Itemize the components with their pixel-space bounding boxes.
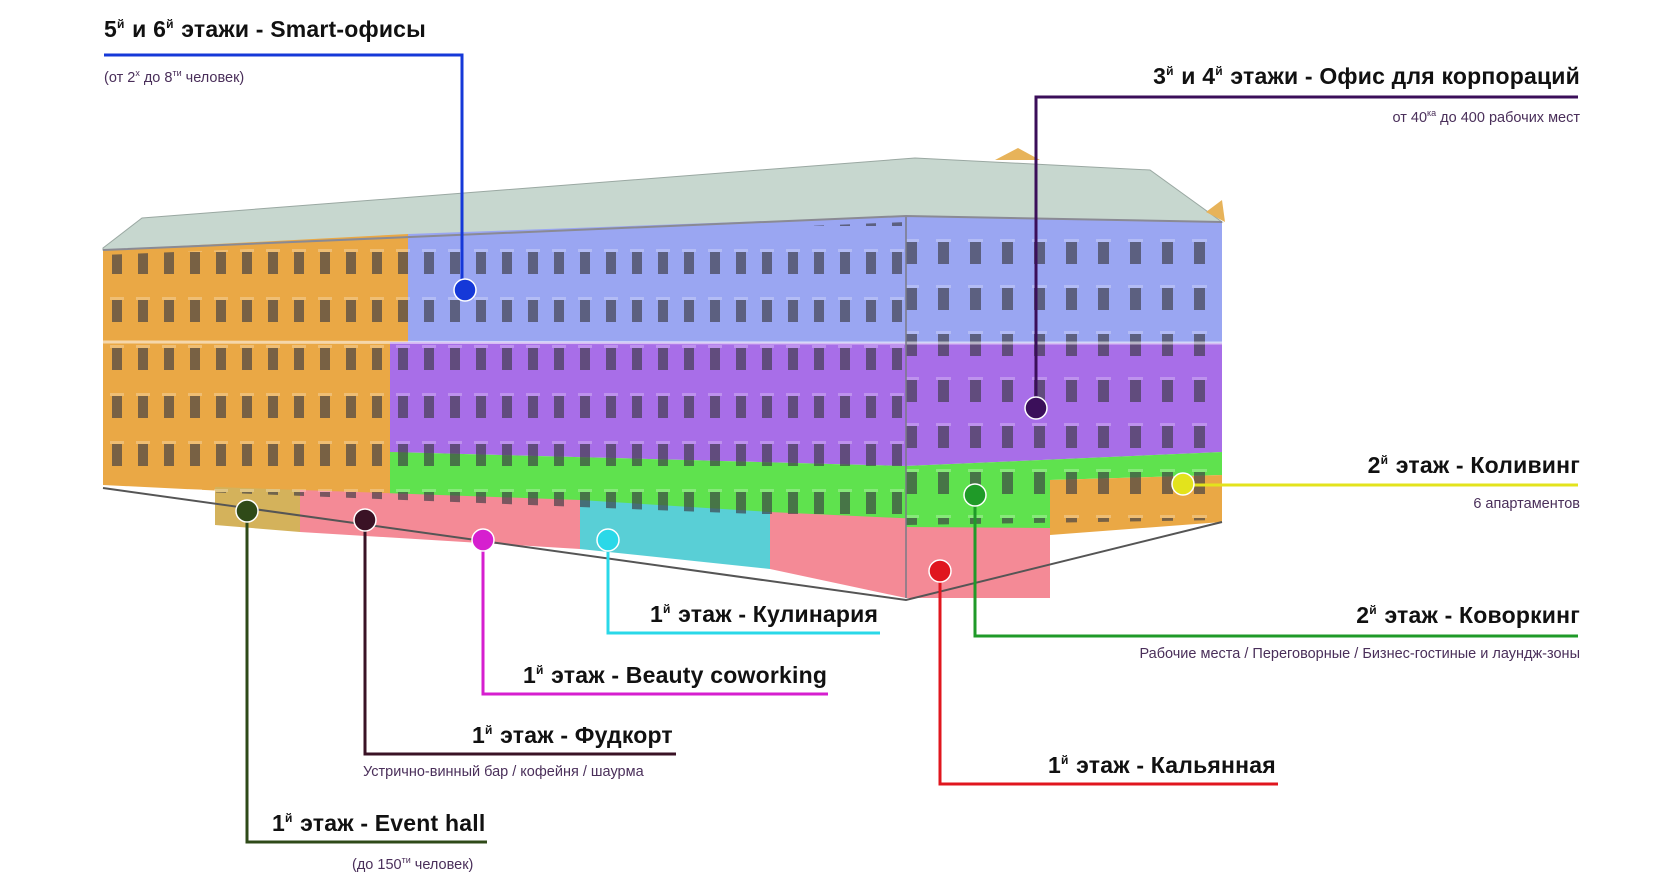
building-top bbox=[102, 214, 1223, 251]
label-event-title: 1й этаж - Event hall bbox=[272, 810, 486, 836]
roof-dormer bbox=[995, 148, 1040, 160]
windows-right bbox=[906, 222, 1222, 525]
zone-pink-corner bbox=[770, 512, 1050, 598]
label-coworking-title: 2й этаж - Коворкинг bbox=[1356, 602, 1580, 628]
leader-line-smart bbox=[104, 53, 464, 290]
windows-left bbox=[103, 222, 906, 520]
marker-kalyan[interactable] bbox=[928, 559, 952, 583]
label-coworking-sub: Рабочие места / Переговорные / Бизнес-го… bbox=[1139, 646, 1580, 662]
label-kalyan-title: 1й этаж - Кальянная bbox=[1048, 752, 1276, 778]
marker-foodcourt[interactable] bbox=[353, 508, 377, 532]
label-smart-sub: (от 2х до 8ти человек) bbox=[104, 68, 245, 86]
label-coliving-title: 2й этаж - Коливинг bbox=[1367, 452, 1580, 478]
leader-line-kulinar bbox=[606, 540, 880, 635]
label-kulinar-title: 1й этаж - Кулинария bbox=[650, 601, 879, 627]
label-smart-title: 5й и 6й этажи - Smart-офисы bbox=[104, 16, 427, 42]
label-foodcourt-sub: Устрично-винный бар / кофейня / шаурма bbox=[363, 764, 644, 780]
label-coliving-sub: 6 апартаментов bbox=[1473, 496, 1580, 512]
leader-line-corp bbox=[1034, 95, 1578, 408]
zone-pink-left bbox=[300, 490, 580, 549]
label-foodcourt-title: 1й этаж - Фудкорт bbox=[472, 722, 673, 748]
roof-dormer-right bbox=[1206, 200, 1225, 222]
marker-coliving[interactable] bbox=[1171, 472, 1195, 496]
marker-kulinar[interactable] bbox=[596, 528, 620, 552]
cornice-left bbox=[102, 340, 907, 345]
leader-line-foodcourt bbox=[363, 520, 676, 756]
zone-cyan bbox=[580, 500, 770, 569]
leader-line-event bbox=[245, 510, 487, 844]
marker-coworking[interactable] bbox=[963, 483, 987, 507]
label-beauty-title: 1й этаж - Beauty coworking bbox=[523, 662, 828, 688]
marker-corp[interactable] bbox=[1024, 396, 1048, 420]
label-corp-sub: от 40ка до 400 рабочих мест bbox=[1392, 108, 1580, 126]
label-event-sub: (до 150ти человек) bbox=[352, 855, 474, 873]
leader-line-beauty bbox=[481, 540, 828, 696]
marker-beauty[interactable] bbox=[471, 528, 495, 552]
leader-line-kalyan bbox=[938, 570, 1278, 786]
marker-smart[interactable] bbox=[453, 278, 477, 302]
marker-event[interactable] bbox=[235, 499, 259, 523]
label-corp-title: 3й и 4й этажи - Офис для корпораций bbox=[1153, 63, 1580, 89]
leader-line-coworking bbox=[973, 495, 1578, 638]
